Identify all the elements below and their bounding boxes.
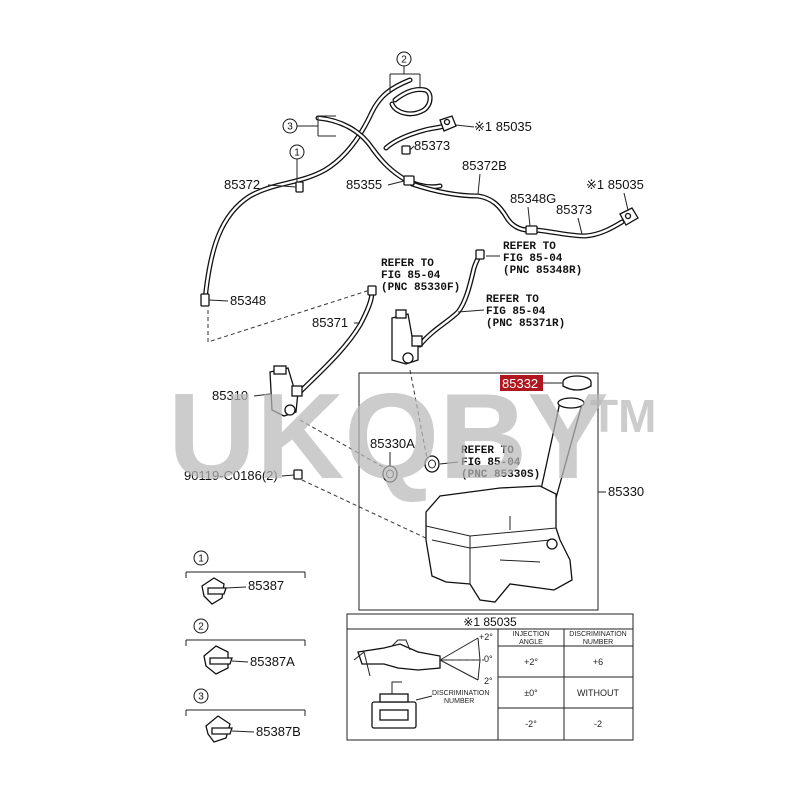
injection-angle-table: INJECTION ANGLE DISCRIMINATION NUMBER +2…: [497, 628, 634, 741]
watermark-text: UKQBY: [168, 368, 609, 504]
detail-2: 2: [185, 618, 306, 675]
label-85330: 85330: [608, 484, 644, 499]
hose-joint-85371: [367, 285, 377, 296]
table-row-2-angle: ±0°: [524, 688, 538, 698]
refer-85330S: REFER TO FIG 85-04 (PNC 85330S): [439, 445, 540, 481]
table-header-angle-2: ANGLE: [519, 639, 543, 646]
watermark-tm: TM: [590, 390, 656, 442]
hose-85371: [297, 289, 375, 395]
hose-85372B: [409, 181, 531, 233]
callout-2: 2: [389, 51, 421, 92]
nozzle-inset: ※1 85035 +2° 0° 2° DISCRIMINATION NUMBER: [346, 613, 634, 741]
hose-upper-loop: [389, 87, 433, 117]
washer-nozzle-right: [619, 207, 639, 226]
refer-85371R-line3: (PNC 85371R): [486, 318, 565, 330]
hose-clamp: [295, 181, 304, 193]
hose-joint-right: [475, 249, 485, 260]
refer-85330S-line3: (PNC 85330S): [461, 469, 540, 481]
washer-pump-upper: [391, 309, 423, 365]
label-90119: 90119-C0186(2): [184, 468, 278, 483]
table-header-disc-2: NUMBER: [583, 639, 613, 646]
label-85330A: 85330A: [370, 436, 415, 451]
table-header-disc-1: DISCRIMINATION: [569, 631, 626, 638]
table-row-1-disc: +6: [593, 657, 603, 667]
label-85348G: 85348G: [510, 191, 556, 206]
dashed-guide-pump2: [409, 369, 429, 465]
label-85035-right: ※1 85035: [586, 177, 644, 192]
angle-minus-label: 2°: [484, 676, 493, 686]
hose-85372: [202, 77, 413, 303]
detail-1-text: 1: [198, 554, 204, 565]
hose-end-85373: [401, 145, 411, 155]
hose-joint-85348: [200, 293, 210, 307]
reservoir-cap-85332: [562, 375, 592, 391]
label-85372B: 85372B: [462, 158, 507, 173]
refer-85330S-line1: REFER TO: [461, 445, 514, 457]
callout-1-text: 1: [294, 148, 300, 159]
label-85387B: 85387B: [256, 724, 301, 739]
spray-fan: [439, 637, 481, 681]
inset-title: ※1 85035: [463, 615, 517, 629]
refer-85330S-line2: FIG 85-04: [461, 457, 521, 469]
table-row-2-disc: WITHOUT: [577, 688, 619, 698]
refer-85330F-line1: REFER TO: [381, 258, 434, 270]
label-85387: 85387: [248, 578, 284, 593]
label-85373-top: 85373: [414, 138, 450, 153]
label-85372: 85372: [224, 177, 260, 192]
detail-3: 3: [185, 688, 306, 743]
refer-85348R-line1: REFER TO: [503, 241, 556, 253]
callout-3-text: 3: [287, 122, 293, 133]
bolt-90119: [293, 469, 303, 480]
refer-85371R: REFER TO FIG 85-04 (PNC 85371R): [457, 294, 565, 330]
label-85348: 85348: [230, 293, 266, 308]
label-85310: 85310: [212, 388, 248, 403]
refer-85348R: REFER TO FIG 85-04 (PNC 85348R): [486, 241, 582, 277]
refer-85330F-line2: FIG 85-04: [381, 270, 441, 282]
table-row-3-disc: -2: [594, 719, 602, 729]
refer-85330F: REFER TO FIG 85-04 (PNC 85330F): [381, 258, 460, 294]
angle-zero-label: 0°: [484, 654, 493, 664]
angle-plus-label: +2°: [479, 632, 493, 642]
refer-85371R-line1: REFER TO: [486, 294, 539, 306]
refer-85371R-line2: FIG 85-04: [486, 306, 546, 318]
label-85035-top: ※1 85035: [474, 119, 532, 134]
detail-2-text: 2: [198, 622, 204, 633]
label-85355: 85355: [346, 177, 382, 192]
hose-85373-right: [533, 219, 625, 239]
label-85371: 85371: [312, 315, 348, 330]
table-row-1-angle: +2°: [524, 657, 538, 667]
table-row-3-angle: -2°: [525, 719, 537, 729]
label-85332-highlight: [500, 375, 543, 391]
refer-85348R-line3: (PNC 85348R): [503, 265, 582, 277]
table-header-angle-1: INJECTION: [513, 631, 550, 638]
disc-label-line2: NUMBER: [444, 698, 474, 705]
dashed-guide-bolt: [301, 479, 431, 541]
dashed-guide-left: [207, 289, 371, 343]
washer-nozzle-top: [439, 115, 457, 132]
washer-reservoir-85330: [425, 397, 585, 603]
grommet-85330A: [382, 465, 398, 483]
detail-1: 1: [185, 550, 306, 605]
dashed-guide-pump: [299, 419, 393, 473]
label-85332: 85332: [502, 376, 538, 391]
grommet-85330S: [424, 455, 440, 473]
detail-3-text: 3: [198, 692, 204, 703]
refer-85330F-line3: (PNC 85330F): [381, 282, 460, 294]
hose-joint-85348G: [525, 225, 538, 235]
callout-3: 3: [282, 115, 336, 137]
disc-label-line1: DISCRIMINATION: [432, 690, 489, 697]
discrimination-connector-icon: [371, 681, 417, 729]
label-85387A: 85387A: [250, 654, 295, 669]
hose-joint-85355: [403, 175, 415, 186]
callout-1: 1: [289, 144, 305, 182]
label-85373-right: 85373: [556, 202, 592, 217]
washer-pump-85310: [269, 365, 303, 417]
refer-85348R-line2: FIG 85-04: [503, 253, 563, 265]
hose-85371-right: [417, 252, 483, 348]
hose-85373-top: [383, 123, 447, 151]
inset-nozzle-icon: [353, 639, 441, 677]
callout-2-text: 2: [401, 55, 407, 66]
